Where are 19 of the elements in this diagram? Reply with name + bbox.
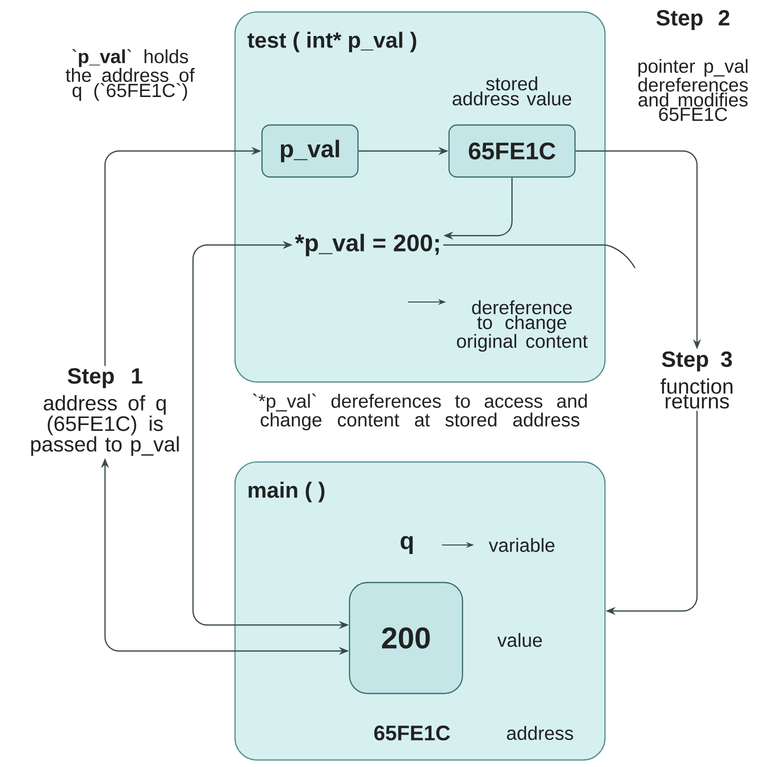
annotation-text: dereference to change original content — [457, 300, 588, 352]
variable-name: q — [400, 536, 413, 554]
annotation-text: `*p_val` dereferences to access and change content at stored address — [252, 394, 587, 430]
function-title: main ( ) — [248, 482, 324, 502]
field-label: value — [497, 633, 542, 647]
address-text: 65FE1C — [374, 726, 450, 740]
value-box: p_val — [261, 124, 359, 178]
function-title: test ( int* p_val ) — [247, 32, 416, 52]
annotation-text: pointer p_val dereferences and modifies 65FE1C — [638, 58, 748, 122]
step-heading: Step 2 — [656, 10, 730, 30]
value-box: 65FE1C — [448, 124, 576, 178]
value-box: 200 — [348, 582, 464, 694]
annotation-text: `p_val` holds the address of q (`65FE1C`) — [66, 49, 195, 101]
step-annotation: Step 3 function returns — [660, 351, 732, 409]
field-label: address — [507, 726, 574, 740]
box-caption: stored address value — [452, 76, 572, 106]
code-statement: *p_val = 200; — [294, 234, 439, 256]
step-annotation: Step 1 address of q (65FE1C) is passed to p_val — [31, 368, 179, 456]
field-label: variable — [488, 538, 554, 552]
